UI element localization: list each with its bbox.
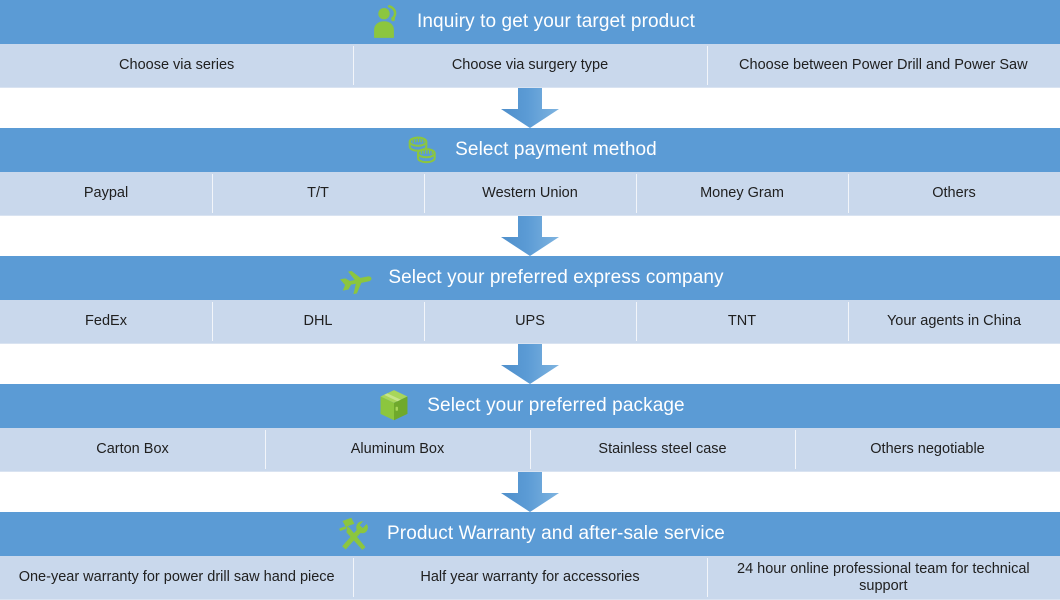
option-warranty-3[interactable]: 24 hour online professional team for tec… <box>706 556 1060 599</box>
stage-title-warranty: Product Warranty and after-sale service <box>387 523 725 544</box>
stage-header-warranty: Product Warranty and after-sale service <box>0 512 1060 556</box>
coins-icon <box>403 130 441 170</box>
stage-title-inquiry: Inquiry to get your target product <box>417 11 695 32</box>
package-box-icon <box>375 386 413 426</box>
stage-title-payment: Select payment method <box>455 139 657 160</box>
stage-header-express: Select your preferred express company <box>0 256 1060 300</box>
stage-title-express: Select your preferred express company <box>388 267 724 288</box>
option-payment-4[interactable]: Money Gram <box>636 172 848 215</box>
option-row-warranty: One-year warranty for power drill saw ha… <box>0 556 1060 600</box>
stage-title-package: Select your preferred package <box>427 395 685 416</box>
connector-arrow-1 <box>0 88 1060 128</box>
connector-arrow-4 <box>0 472 1060 512</box>
option-payment-1[interactable]: Paypal <box>83 185 129 202</box>
option-package-2[interactable]: Aluminum Box <box>265 428 530 471</box>
stage-header-payment: Select payment method <box>0 128 1060 172</box>
option-package-4[interactable]: Others negotiable <box>795 428 1060 471</box>
option-package-3[interactable]: Stainless steel case <box>530 428 795 471</box>
connector-arrow-2 <box>0 216 1060 256</box>
option-warranty-1[interactable]: One-year warranty for power drill saw ha… <box>18 569 335 586</box>
option-payment-5[interactable]: Others <box>848 172 1060 215</box>
option-express-2[interactable]: DHL <box>212 300 424 343</box>
option-express-4[interactable]: TNT <box>636 300 848 343</box>
option-package-1[interactable]: Carton Box <box>96 441 169 458</box>
option-inquiry-2[interactable]: Choose via surgery type <box>353 44 706 87</box>
connector-arrow-3 <box>0 344 1060 384</box>
airplane-icon <box>336 258 374 298</box>
option-row-inquiry: Choose via series Choose via surgery type… <box>0 44 1060 88</box>
support-person-icon <box>365 2 403 42</box>
option-express-3[interactable]: UPS <box>424 300 636 343</box>
stage-header-package: Select your preferred package <box>0 384 1060 428</box>
stage-header-inquiry: Inquiry to get your target product <box>0 0 1060 44</box>
option-express-1[interactable]: FedEx <box>85 313 127 330</box>
option-payment-3[interactable]: Western Union <box>424 172 636 215</box>
option-payment-2[interactable]: T/T <box>212 172 424 215</box>
option-express-5[interactable]: Your agents in China <box>848 300 1060 343</box>
option-inquiry-1[interactable]: Choose via series <box>119 57 235 74</box>
option-warranty-2[interactable]: Half year warranty for accessories <box>353 556 706 599</box>
hammer-wrench-icon <box>335 514 373 554</box>
option-inquiry-3[interactable]: Choose between Power Drill and Power Saw <box>706 44 1060 87</box>
